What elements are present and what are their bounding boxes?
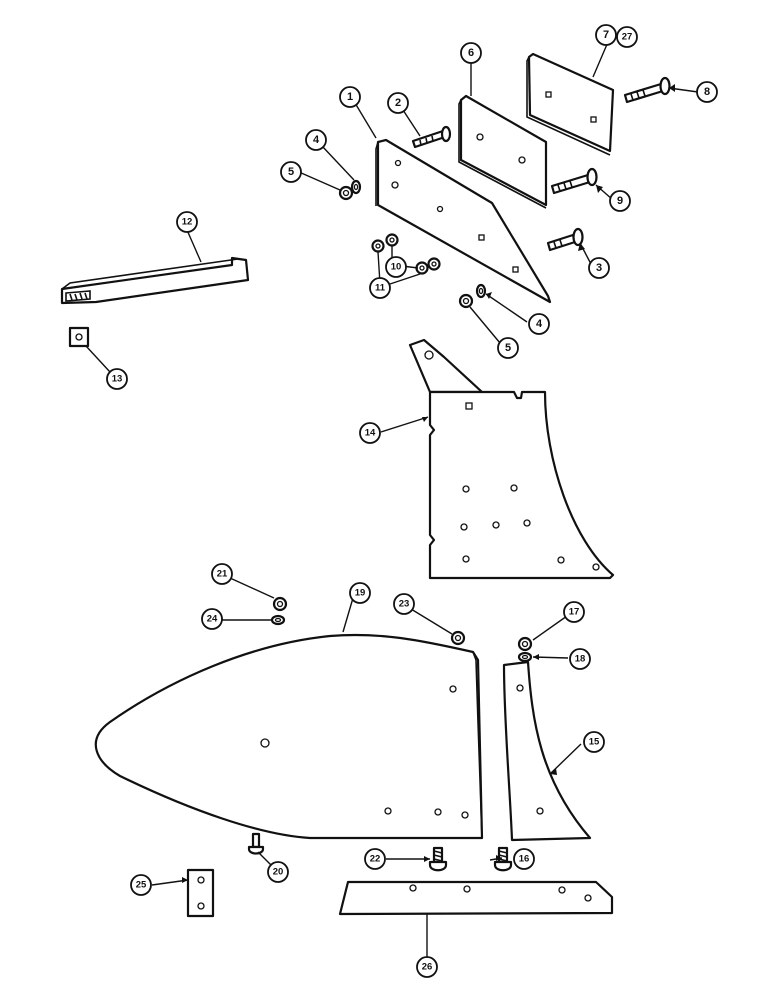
- svg-text:25: 25: [136, 880, 147, 891]
- part-4-washer-upper: [350, 179, 362, 195]
- callout-13: 13: [106, 368, 128, 390]
- part-14-frog: [408, 338, 615, 580]
- svg-text:12: 12: [182, 217, 193, 228]
- part-13-small-plate: [68, 326, 90, 348]
- svg-text:3: 3: [596, 262, 602, 274]
- callout-9: 9: [609, 190, 631, 212]
- callout-12: 12: [176, 211, 198, 233]
- callout-19: 19: [349, 582, 371, 604]
- part-7-27-plate: [526, 52, 615, 156]
- part-18-washer: [517, 651, 533, 663]
- svg-text:24: 24: [207, 614, 218, 625]
- part-22-bolt: [428, 846, 448, 872]
- callout-22: 22: [364, 848, 386, 870]
- callout-26: 26: [416, 956, 438, 978]
- part-19-moldboard: [94, 633, 484, 840]
- svg-text:2: 2: [395, 97, 401, 109]
- callout-25: 25: [130, 874, 152, 896]
- part-23-nut: [450, 630, 466, 646]
- svg-text:26: 26: [422, 962, 433, 973]
- callout-5-lower: 5: [497, 337, 519, 359]
- part-6-plate: [458, 94, 548, 209]
- svg-text:6: 6: [468, 47, 474, 59]
- part-9-bolt: [550, 167, 598, 195]
- callout-2: 2: [387, 92, 409, 114]
- callout-21: 21: [211, 563, 233, 585]
- part-25-small-plate: [186, 868, 215, 918]
- svg-text:18: 18: [575, 654, 586, 665]
- svg-text:4: 4: [536, 318, 543, 330]
- part-2-bolt: [411, 125, 452, 149]
- callout-5-upper: 5: [280, 161, 302, 183]
- part-24-washer: [270, 614, 286, 626]
- part-4-washer-lower: [475, 283, 487, 299]
- svg-text:13: 13: [112, 374, 123, 385]
- part-12-brace: [60, 256, 250, 305]
- callout-4-upper: 4: [305, 129, 327, 151]
- svg-text:5: 5: [505, 342, 511, 354]
- callout-1: 1: [339, 86, 361, 108]
- part-15-shin: [502, 660, 592, 842]
- svg-text:5: 5: [288, 166, 294, 178]
- callout-8: 8: [696, 81, 718, 103]
- svg-text:10: 10: [391, 262, 402, 273]
- callout-11: 11: [369, 277, 391, 299]
- svg-text:22: 22: [370, 854, 381, 865]
- callout-7: 7: [595, 24, 617, 46]
- callout-14: 14: [359, 422, 381, 444]
- leader-lines: [85, 41, 699, 960]
- callout-24: 24: [201, 608, 223, 630]
- callout-10: 10: [385, 256, 407, 278]
- svg-text:7: 7: [603, 29, 609, 41]
- svg-text:4: 4: [313, 134, 320, 146]
- arrowheads: [182, 84, 675, 883]
- part-20-bolt: [247, 832, 265, 855]
- svg-text:8: 8: [704, 86, 710, 98]
- callout-4-lower: 4: [528, 313, 550, 335]
- svg-text:20: 20: [273, 867, 284, 878]
- part-16-bolt: [493, 846, 513, 872]
- part-1-landside-plate: [375, 138, 552, 304]
- svg-text:21: 21: [217, 569, 228, 580]
- svg-text:1: 1: [347, 91, 353, 103]
- callout-6: 6: [460, 42, 482, 64]
- callout-3: 3: [588, 257, 610, 279]
- svg-text:11: 11: [375, 283, 386, 294]
- callout-17: 17: [563, 601, 585, 623]
- part-5-nut-lower: [458, 293, 474, 309]
- svg-text:16: 16: [519, 854, 530, 865]
- part-26-share: [338, 880, 614, 916]
- svg-text:9: 9: [617, 195, 623, 207]
- svg-text:19: 19: [355, 588, 366, 599]
- part-17-nut: [517, 636, 533, 652]
- svg-text:14: 14: [365, 428, 376, 439]
- callout-15: 15: [583, 731, 605, 753]
- svg-text:17: 17: [569, 607, 580, 618]
- svg-text:23: 23: [399, 599, 410, 610]
- part-5-nut-upper: [338, 185, 354, 201]
- part-8-bolt: [623, 76, 671, 104]
- part-3-bolt: [546, 227, 584, 252]
- svg-text:27: 27: [622, 32, 633, 43]
- callout-16: 16: [513, 848, 535, 870]
- part-21-nut: [272, 596, 288, 612]
- callout-18: 18: [569, 648, 591, 670]
- callout-20: 20: [267, 861, 289, 883]
- svg-text:15: 15: [589, 737, 600, 748]
- callout-27: 27: [616, 26, 638, 48]
- callout-23: 23: [393, 593, 415, 615]
